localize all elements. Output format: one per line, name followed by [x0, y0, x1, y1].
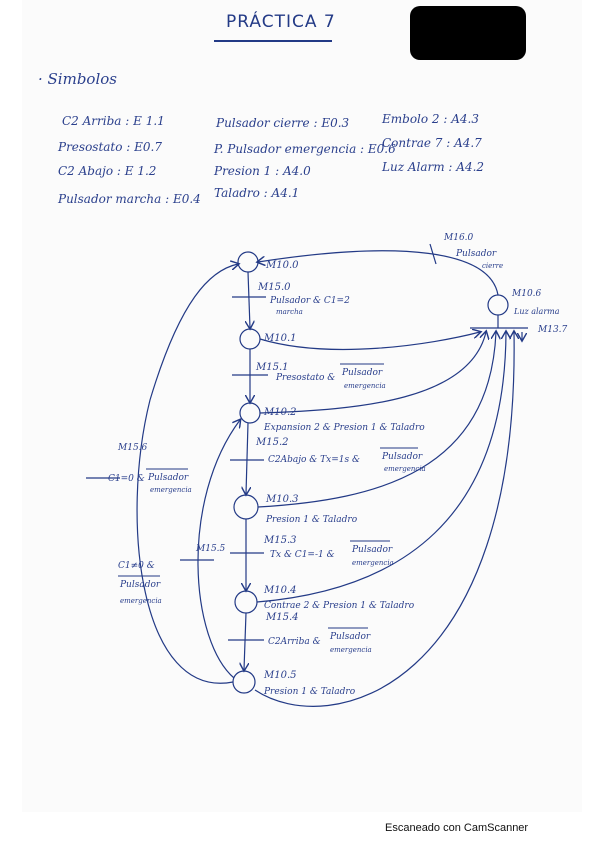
label-m10-6: M10.6	[511, 289, 542, 299]
symbol-luz-alarma: Luz Alarm : A4.2	[382, 160, 485, 174]
redaction-block	[410, 6, 526, 60]
link-m10-2-m10-3	[246, 422, 248, 494]
cond-m15-1: Presostato &	[275, 373, 335, 383]
label-m10-5: M10.5	[263, 670, 297, 681]
over-m15-1: Pulsador	[341, 368, 383, 378]
desc-m10-3: Presion 1 & Taladro	[265, 515, 358, 525]
link-m10-6-m10-0	[258, 250, 499, 296]
over-m15-6: Pulsador	[147, 473, 189, 483]
symbol-presostato: Presostato : E0.7	[58, 140, 162, 154]
cond2-m15-5: Pulsador	[119, 580, 161, 590]
symbol-pulsador-emergencia: P. Pulsador emergencia : E0.6	[214, 142, 396, 156]
cond-m16-0: Pulsador	[455, 249, 497, 259]
cond2-m15-1: emergencia	[344, 382, 386, 390]
label-m15-1: M15.1	[255, 362, 289, 373]
state-m10-6	[487, 294, 509, 316]
link-m10-4-alarm	[256, 332, 506, 603]
label-m10-2: M10.2	[263, 407, 297, 418]
link-m10-4-m10-5	[244, 612, 246, 670]
label-m15-0: M15.0	[257, 282, 291, 293]
label-m10-4: M10.4	[263, 585, 297, 596]
link-m10-5-alarm	[254, 332, 514, 707]
section-heading: · Simbolos	[38, 70, 117, 88]
state-m10-1	[239, 328, 261, 350]
bar-m16-0	[429, 243, 437, 265]
cond2-m15-3: emergencia	[352, 559, 394, 567]
cond-m15-2: C2Abajo & Tx=1s &	[268, 455, 360, 465]
label-m10-0: M10.0	[265, 260, 299, 271]
desc-m10-6: Luz alarma	[513, 307, 560, 316]
label-m15-2: M15.2	[255, 437, 289, 448]
over-m15-3: Pulsador	[351, 545, 393, 555]
scanner-footer: Escaneado con CamScanner	[385, 822, 529, 834]
symbol-contrae-7: Contrae 7 : A4.7	[382, 136, 482, 150]
desc-m10-2: Expansion 2 & Presion 1 & Taladro	[263, 423, 425, 433]
desc-m10-5: Presion 1 & Taladro	[263, 687, 356, 697]
state-m10-5	[232, 670, 256, 694]
link-m10-0-m10-1	[248, 271, 250, 328]
title-underline	[214, 40, 332, 42]
cond-m15-3: Tx & C1=-1 &	[270, 550, 335, 560]
cond2-m15-2: emergencia	[384, 465, 426, 473]
symbol-taladro: Taladro : A4.1	[214, 186, 300, 200]
label-m16-0: M16.0	[443, 233, 474, 243]
label-m10-3: M10.3	[265, 494, 299, 505]
symbol-embolo-2: Embolo 2 : A4.3	[382, 112, 479, 126]
symbol-c2-abajo: C2 Abajo : E 1.2	[58, 164, 157, 178]
link-m10-1-alarm	[259, 332, 480, 351]
symbol-c2-arriba: C2 Arriba : E 1.1	[62, 114, 165, 128]
link-m10-3-alarm	[257, 332, 496, 508]
cond2-m15-4: emergencia	[330, 646, 372, 654]
over-m15-2: Pulsador	[381, 452, 423, 462]
symbol-pulsador-marcha: Pulsador marcha : E0.4	[58, 192, 201, 206]
over-m15-4: Pulsador	[329, 632, 371, 642]
scanned-page	[22, 0, 582, 812]
loop-m10-5-m10-0	[136, 264, 238, 684]
label-m15-5: M15.5	[195, 544, 226, 554]
symbol-pulsador-cierre: Pulsador cierre : E0.3	[216, 116, 350, 130]
cond1-m15-5: C1≠0 &	[118, 561, 155, 571]
state-m10-4	[234, 590, 258, 614]
cond-m15-4: C2Arriba &	[268, 637, 321, 647]
cond2-m16-0: cierre	[482, 262, 503, 270]
cond2-m15-6: emergencia	[150, 486, 192, 494]
link-m10-2-alarm	[259, 332, 486, 414]
state-m10-2	[239, 402, 261, 424]
symbol-presion-1: Presion 1 : A4.0	[214, 164, 311, 178]
label-m15-6: M15.6	[117, 443, 148, 453]
label-m13-7: M13.7	[537, 325, 568, 335]
desc-m10-4: Contrae 2 & Presion 1 & Taladro	[264, 601, 415, 611]
loop-m10-5-m10-2	[197, 420, 240, 679]
state-m10-3	[233, 494, 259, 520]
cond2-m15-0: marcha	[276, 308, 303, 316]
cond3-m15-5: emergencia	[120, 597, 162, 605]
cond-m15-6: C1=0 &	[108, 474, 145, 484]
label-m15-3: M15.3	[263, 535, 297, 546]
label-m10-1: M10.1	[263, 333, 297, 344]
state-m10-0	[237, 251, 259, 273]
page-title: PRÁCTICA 7	[226, 12, 336, 32]
cond-m15-0: Pulsador & C1=2	[269, 296, 350, 306]
label-m15-4: M15.4	[265, 612, 299, 623]
